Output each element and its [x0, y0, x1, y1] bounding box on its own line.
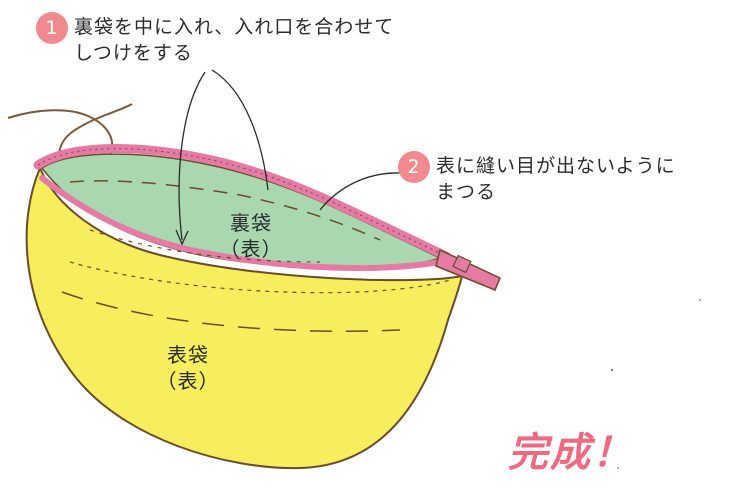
step-1-line-2: しつけをする [74, 42, 193, 64]
step-2-number: 2 [398, 151, 430, 183]
outer-bag [25, 165, 464, 470]
step-1-text: 裏袋を中に入れ、入れ口を合わせて しつけをする [74, 14, 394, 66]
step1-leader-right [211, 69, 269, 191]
step-1: 1 裏袋を中に入れ、入れ口を合わせて しつけをする [36, 12, 394, 66]
inner-bag-label: 裏袋 （表） [206, 210, 296, 262]
zipper-pull [435, 248, 501, 291]
step-2-line-1: 表に縫い目が出ないように [436, 155, 676, 177]
step-2-line-2: まつる [436, 181, 497, 203]
outer-bag-label-line-2: （表） [156, 369, 220, 393]
step-1-line-1: 裏袋を中に入れ、入れ口を合わせて [74, 16, 395, 38]
step-2-text: 表に縫い目が出ないように まつる [436, 153, 676, 205]
outer-bag-label: 表袋 （表） [143, 342, 233, 394]
completion-text: 完成！ [508, 430, 634, 476]
step2-leader [319, 172, 401, 211]
step-2: 2 表に縫い目が出ないように まつる [398, 151, 676, 205]
step-1-number: 1 [36, 12, 68, 44]
outer-bag-label-line-1: 表袋 [167, 343, 209, 367]
inner-bag-label-line-1: 裏袋 [230, 211, 272, 235]
inner-bag-label-line-2: （表） [219, 237, 283, 261]
step1-leader-left [178, 71, 206, 241]
